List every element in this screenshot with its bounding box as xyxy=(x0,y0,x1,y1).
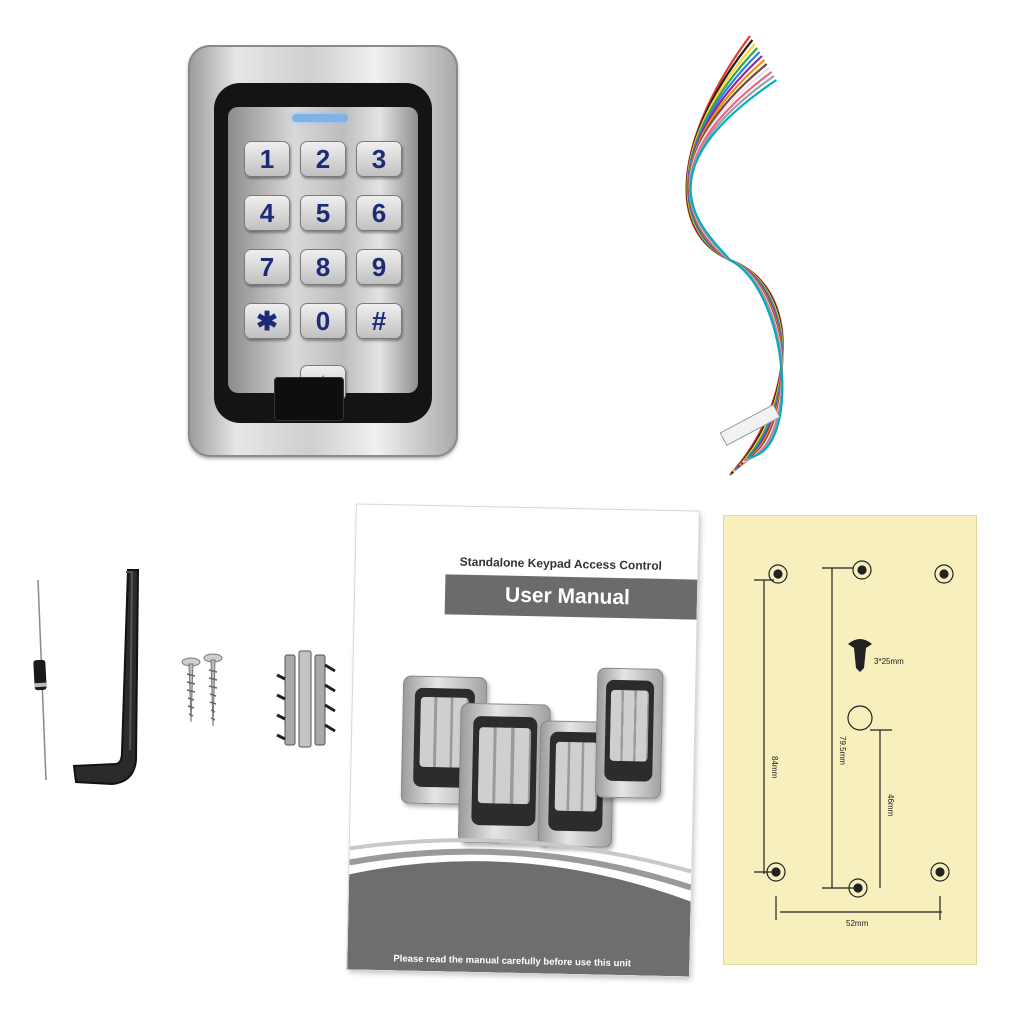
manual-subtitle: Standalone Keypad Access Control xyxy=(459,554,663,573)
key-2[interactable]: 3 xyxy=(356,141,402,177)
key-8[interactable]: 9 xyxy=(356,249,402,285)
wire xyxy=(687,51,784,470)
dim-79-5mm: 79.5mm xyxy=(838,736,847,765)
key-10[interactable]: 0 xyxy=(300,303,346,339)
card-reader-slot xyxy=(274,377,344,421)
wire-harness xyxy=(685,35,784,476)
manual-title: User Manual xyxy=(504,583,631,610)
diode xyxy=(33,580,47,780)
key-7[interactable]: 8 xyxy=(300,249,346,285)
key-6[interactable]: 7 xyxy=(244,249,290,285)
key-3[interactable]: 4 xyxy=(244,195,290,231)
key-0[interactable]: 1 xyxy=(244,141,290,177)
user-manual: Standalone Keypad Access Control User Ma… xyxy=(347,504,699,977)
wall-anchors xyxy=(276,650,336,748)
dim-84mm: 84mm xyxy=(770,756,779,779)
status-led xyxy=(292,114,348,122)
screw-icon xyxy=(848,639,872,672)
key-11[interactable]: # xyxy=(356,303,402,339)
key-1[interactable]: 2 xyxy=(300,141,346,177)
manual-keypad-image xyxy=(594,667,664,799)
wire-connector xyxy=(719,404,781,446)
wire xyxy=(689,79,784,459)
allen-key xyxy=(72,569,140,786)
dim-46mm: 46mm xyxy=(886,794,895,817)
manual-keypad-image xyxy=(457,702,551,845)
screw-size-label: 3*25mm xyxy=(874,657,904,666)
key-5[interactable]: 6 xyxy=(356,195,402,231)
key-9[interactable]: ✱ xyxy=(244,303,290,339)
dim-52mm: 52mm xyxy=(846,919,869,928)
mounting-template: 3*25mm 84mm 79.5mm 46mm 52mm xyxy=(724,516,976,964)
manual-swoosh xyxy=(347,838,692,977)
screws xyxy=(181,653,223,727)
key-4[interactable]: 5 xyxy=(300,195,346,231)
